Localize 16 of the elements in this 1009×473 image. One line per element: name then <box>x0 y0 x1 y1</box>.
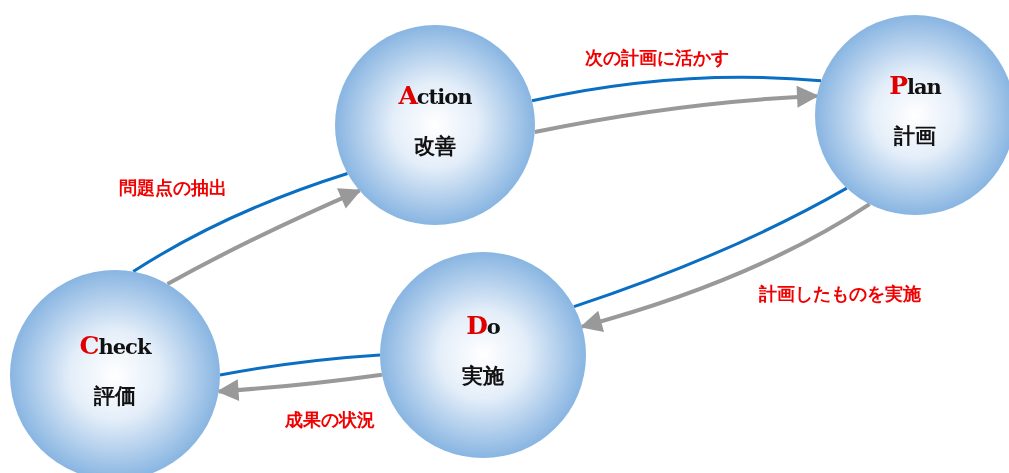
stage-title: Do <box>466 310 500 340</box>
connector-line <box>132 172 348 273</box>
edge-label: 次の計画に活かす <box>583 46 731 70</box>
stage-title: Plan <box>889 70 941 100</box>
stage-label: 実施 <box>462 362 504 390</box>
connector-line <box>219 353 381 377</box>
edge-label: 計画したものを実施 <box>757 282 923 306</box>
connector-line <box>573 186 848 309</box>
edge-label: 成果の状況 <box>283 408 377 432</box>
stage-label: 改善 <box>414 132 456 160</box>
connector-line <box>531 75 822 103</box>
stage-title: Action <box>398 80 472 110</box>
stage-label: 計画 <box>894 122 936 150</box>
arrow <box>166 188 362 286</box>
stage-title: Check <box>79 330 151 360</box>
stage-label: 評価 <box>94 382 136 410</box>
